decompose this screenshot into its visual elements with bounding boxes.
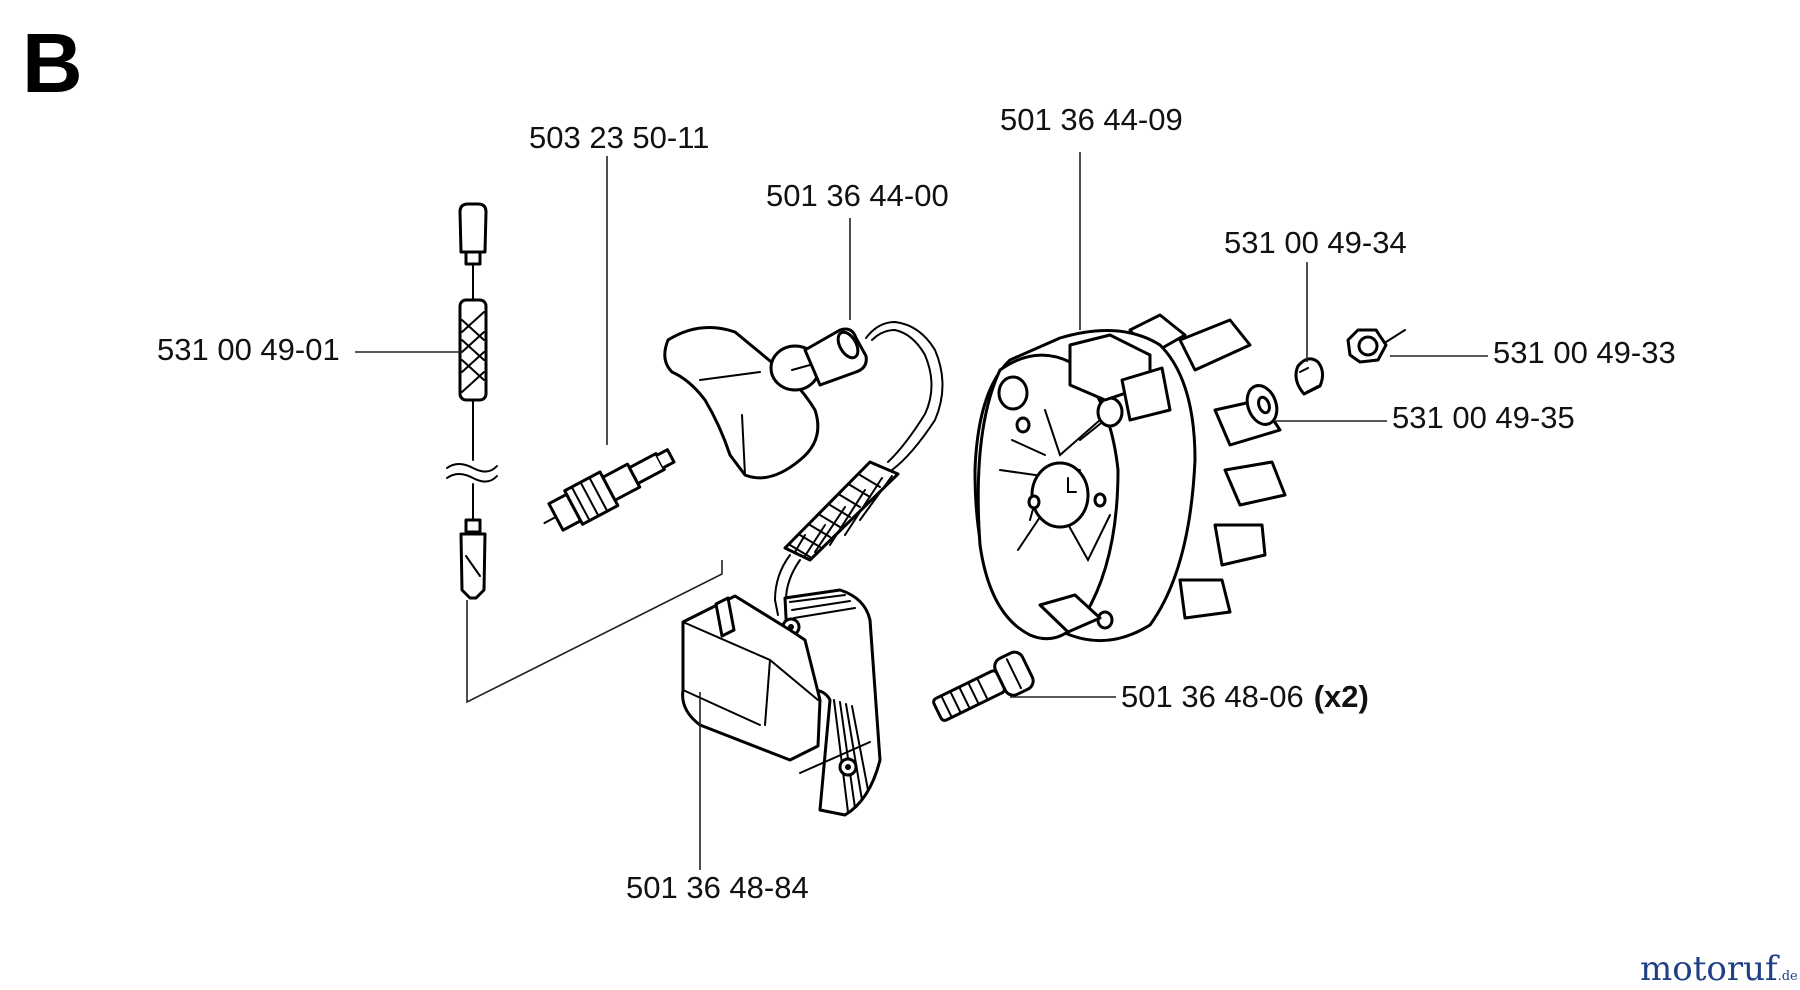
part-label-flywheel: 501 36 44-09 (1000, 102, 1183, 137)
part-label-screw: 501 36 48-06 (x2) (1121, 679, 1369, 714)
part-label-washer: 531 00 49-35 (1392, 400, 1575, 435)
lead-wire-drawing (446, 202, 498, 600)
nut-drawing (1346, 328, 1406, 364)
spring-washer-drawing (1294, 357, 1325, 396)
part-label-plug-cap: 501 36 44-00 (766, 178, 949, 213)
ignition-module-drawing (681, 588, 882, 817)
part-label-nut: 531 00 49-33 (1493, 335, 1676, 370)
plug-cap-drawing (663, 320, 944, 480)
spark-plug-drawing (543, 448, 676, 532)
ht-lead-drawing (773, 460, 900, 616)
wire-route (466, 560, 723, 704)
leader-lines (355, 152, 1488, 870)
screw-drawing (932, 650, 1035, 722)
part-label-lead-wire: 531 00 49-01 (157, 332, 340, 367)
washer-drawing (1245, 384, 1279, 426)
watermark-logo: motoruf.de (1640, 949, 1798, 989)
screw-quantity: (x2) (1314, 679, 1369, 714)
flywheel-drawing (973, 313, 1287, 643)
part-label-spring-washer: 531 00 49-34 (1224, 225, 1407, 260)
screw-number: 501 36 48-06 (1121, 679, 1304, 714)
part-label-ignition-module: 501 36 48-84 (626, 870, 809, 905)
part-label-spark-plug: 503 23 50-11 (529, 120, 709, 155)
section-letter: B (22, 16, 83, 110)
